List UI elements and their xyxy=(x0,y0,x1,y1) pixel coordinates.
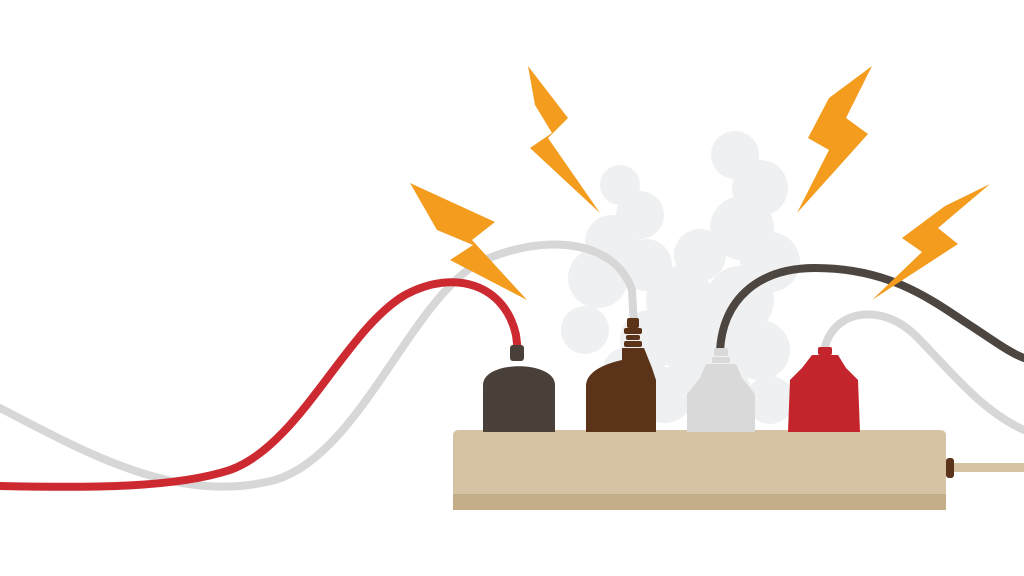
lightning-bolt-icon xyxy=(410,183,527,300)
plug-red xyxy=(788,347,860,432)
red-cable-left xyxy=(0,278,522,491)
lightning-bolt-icon xyxy=(528,66,600,213)
lightning-bolt-icon xyxy=(872,184,990,300)
power-strip-cord xyxy=(944,463,1024,472)
power-strip-base xyxy=(453,494,946,510)
power-strip-cord-plug xyxy=(946,458,954,478)
lightning-bolts xyxy=(410,66,990,300)
power-strip-body xyxy=(453,430,946,510)
power-strip xyxy=(453,430,1024,510)
dark-cable-right xyxy=(716,263,1024,362)
white-cable-right xyxy=(820,310,1024,434)
plug-dark xyxy=(483,345,555,432)
plug-brown xyxy=(586,318,656,432)
lightning-bolt-icon xyxy=(797,66,872,213)
plug-white xyxy=(687,348,755,432)
white-cable-left xyxy=(0,240,638,491)
